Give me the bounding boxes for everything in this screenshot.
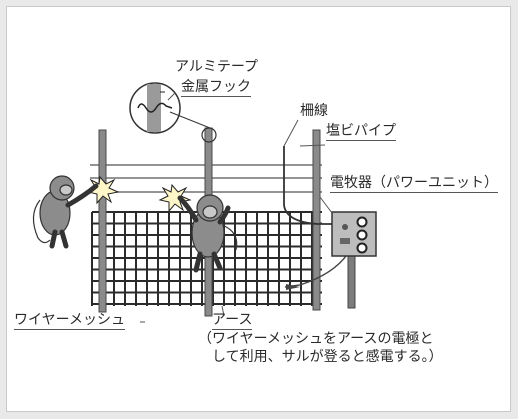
ground-rod-icon <box>286 284 300 290</box>
energizer-box <box>331 211 377 309</box>
monkey-center-icon <box>177 194 238 273</box>
spark-icons <box>86 175 192 213</box>
label-pvc-pipe: 塩ビパイプ <box>326 123 396 141</box>
label-metal-hook: 金属フック <box>181 79 251 97</box>
diagram-frame <box>6 6 511 412</box>
spark-icon-center <box>158 183 192 213</box>
label-energizer: 電牧器（パワーユニット） <box>330 175 498 193</box>
ground-note-line1: （ワイヤーメッシュをアースの電極と <box>198 331 434 347</box>
hook-magnifier-icon <box>129 82 217 143</box>
ground-note-line2: して利用、サルが登ると感電する。） <box>212 349 443 365</box>
pvc-pipe-line <box>283 146 345 225</box>
monkey-left-icon <box>32 175 99 249</box>
spark-icon-left <box>86 175 120 205</box>
label-aluminum-tape: アルミテープ <box>175 59 259 75</box>
label-fence-wire: 柵線 <box>300 103 328 119</box>
post-left <box>98 129 107 313</box>
label-wire-mesh: ワイヤーメッシュ <box>14 312 126 330</box>
label-ground: アース <box>212 312 253 330</box>
post-right <box>312 129 321 311</box>
ground-note: （ワイヤーメッシュをアースの電極と して利用、サルが登ると感電する。） <box>198 330 443 366</box>
leader-lines <box>140 92 333 323</box>
